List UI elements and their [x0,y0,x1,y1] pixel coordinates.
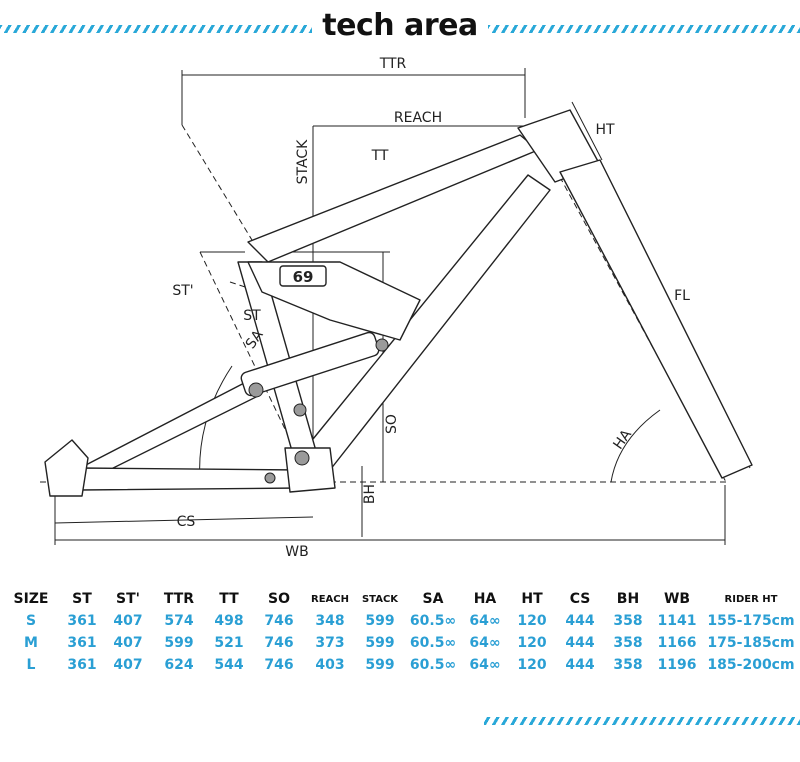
label-fl: FL [674,288,690,304]
table-cell-size: L [26,657,36,673]
label-st: ST [243,308,261,324]
label-reach: REACH [394,110,442,126]
table-cell: 1166 [657,635,697,651]
col-header: SA [422,591,444,607]
frame-outline [44,109,753,497]
table-cell: 599 [365,635,395,651]
col-header: HA [473,591,497,607]
table-cell: 361 [67,635,97,651]
table-cell: 64∞ [469,613,501,629]
table-cell: 544 [214,657,244,673]
sa-arc [199,365,233,483]
label-tt: TT [371,148,389,164]
table-cell: 64∞ [469,635,501,651]
col-header: SIZE [13,591,49,607]
table-cell: 361 [67,657,97,673]
table-cell: 746 [264,657,294,673]
cs-line [54,516,314,524]
col-header: STACK [361,593,399,605]
table-cell: 407 [113,657,143,673]
table-cell: 1141 [657,613,697,629]
table-cell: 599 [164,635,194,651]
table-cell: 407 [113,613,143,629]
col-header: RIDER HT [724,593,778,605]
table-cell: 624 [164,657,194,673]
header-stripe-right [488,25,800,33]
geometry-table: SIZE ST ST' TTR TT SO REACH STACK SA HA … [0,588,800,676]
bb-area [284,447,336,493]
model-badge-text: 69 [293,268,314,286]
table-row: L 361 407 624 544 746 403 599 60.5∞ 64∞ … [0,654,800,676]
label-ttr: TTR [379,56,407,72]
table-cell-size: S [25,613,37,629]
model-badge: 69 [279,265,327,287]
table-header-row: SIZE ST ST' TTR TT SO REACH STACK SA HA … [0,588,800,610]
pivots [248,338,389,484]
seat-axis [199,251,308,476]
table-cell: 358 [613,635,643,651]
col-header: SO [268,591,290,607]
label-stack: STACK [295,139,311,184]
ha-arc [610,409,661,483]
label-ha: HA [610,427,635,453]
table-cell: 64∞ [469,657,501,673]
table-cell: 574 [164,613,194,629]
header-stripe-left [0,25,312,33]
label-so: SO [384,414,400,434]
rear-dropout [44,439,89,497]
label-wb: WB [285,544,308,560]
table-cell: 60.5∞ [409,613,457,629]
table-cell: 60.5∞ [409,635,457,651]
footer-stripe [484,717,800,725]
table-cell: 358 [613,657,643,673]
col-header: TTR [163,591,195,607]
table-cell: 120 [517,613,547,629]
fork-leg [559,159,753,479]
table-cell: 175-185cm [707,635,795,651]
page-title: tech area [322,8,478,43]
table-cell: 373 [315,635,345,651]
table-cell: 444 [565,613,595,629]
table-cell: 746 [264,613,294,629]
col-header: ST [72,591,92,607]
table-cell: 403 [315,657,345,673]
label-st-prime: ST' [172,283,193,299]
table-cell: 599 [365,657,395,673]
label-ht: HT [595,122,615,138]
table-cell-size: M [24,635,38,651]
table-cell: 407 [113,635,143,651]
table-cell: 1196 [657,657,697,673]
ht-dim-line [571,101,603,161]
table-cell: 120 [517,657,547,673]
table-cell: 444 [565,635,595,651]
table-cell: 60.5∞ [409,657,457,673]
table-cell: 746 [264,635,294,651]
table-cell: 498 [214,613,244,629]
label-cs: CS [177,514,196,530]
frame-geometry-diagram: 69 TTR REACH STACK TT HT FL ST' ST SA SO… [40,56,753,560]
table-cell: 120 [517,635,547,651]
table-row: M 361 407 599 521 746 373 599 60.5∞ 64∞ … [0,632,800,654]
table-cell: 358 [613,613,643,629]
table-cell: 521 [214,635,244,651]
col-header: TT [219,591,239,607]
seat-stay [79,379,261,483]
col-header: ST' [116,591,140,607]
table-cell: 361 [67,613,97,629]
table-cell: 348 [315,613,345,629]
table-row: S 361 407 574 498 746 348 599 60.5∞ 64∞ … [0,610,800,632]
col-header: REACH [311,593,349,605]
label-bh: BH [362,484,378,504]
table-cell: 185-200cm [707,657,795,673]
table-cell: 155-175cm [707,613,795,629]
col-header: WB [663,591,691,607]
col-header: BH [616,591,640,607]
col-header: HT [521,591,543,607]
table-cell: 444 [565,657,595,673]
table-cell: 599 [365,613,395,629]
col-header: CS [569,591,591,607]
